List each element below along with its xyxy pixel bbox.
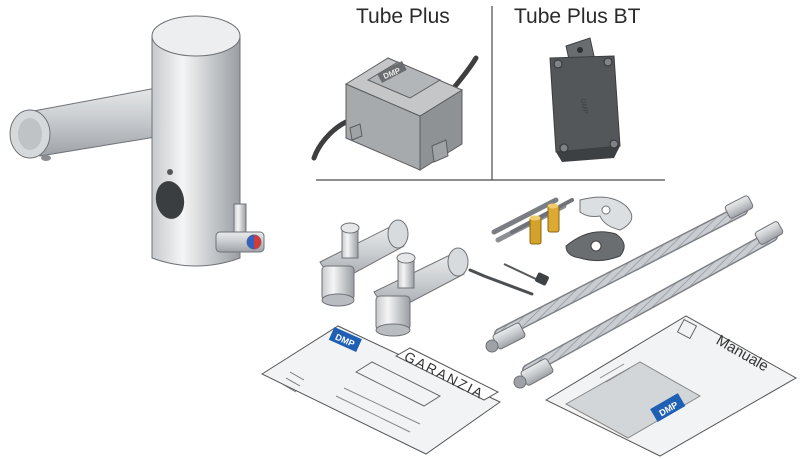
faucet (9, 15, 265, 267)
tube-plus-label: Tube Plus (356, 5, 450, 28)
tube-plus-power-supply: DMP (311, 55, 479, 171)
braided-hose-2 (513, 221, 784, 389)
tube-plus-bt-module: DMP (549, 37, 621, 162)
braided-hose-1 (485, 195, 754, 353)
angle-valve-right (373, 247, 469, 337)
tube-plus-bt-label: Tube Plus BT (514, 5, 641, 28)
allen-key (468, 268, 534, 296)
warranty-card: DMP GARANZIA (260, 325, 501, 455)
screwdriver (503, 263, 549, 286)
angle-valve-left (319, 219, 409, 307)
mounting-plates (565, 196, 633, 262)
tube-plus-bt-logo: DMP (579, 98, 589, 115)
brass-inserts (529, 203, 560, 245)
